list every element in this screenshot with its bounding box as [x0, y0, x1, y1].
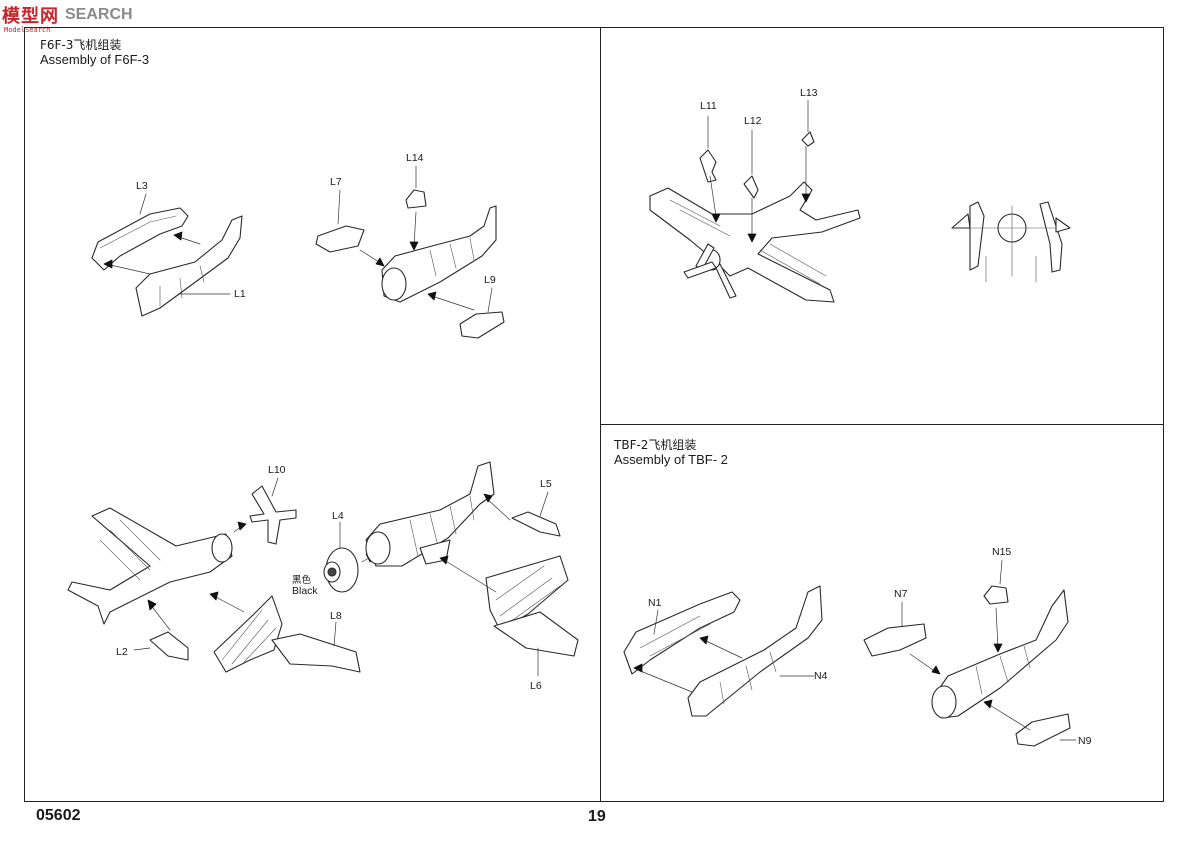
part-label-n1: N1 — [648, 597, 662, 609]
part-label-n15: N15 — [992, 546, 1012, 558]
part-label-l2: L2 — [116, 646, 128, 658]
tbf2-canopy-assembly-drawing — [863, 559, 1077, 747]
part-label-l14: L14 — [406, 152, 424, 164]
f6f3-folded-front-view-drawing — [951, 201, 1071, 283]
watermark-sub: ModelSearch — [4, 26, 51, 34]
f6f3-title-zh: F6F-3飞机组装 — [40, 38, 122, 52]
part-label-l6: L6 — [530, 680, 542, 692]
part-label-n9: N9 — [1078, 735, 1092, 747]
watermark-zh: 模型网 — [2, 6, 59, 27]
tbf2-fuselage-halves-drawing — [623, 585, 823, 717]
watermark-en: SEARCH — [65, 6, 133, 23]
part-label-l7: L7 — [330, 176, 342, 188]
paint-note-zh: 黑色 — [292, 575, 312, 586]
page-number: 19 — [588, 808, 606, 825]
tbf2-title-zh: TBF-2飞机组装 — [614, 438, 697, 452]
f6f3-wing-assembly-drawing — [67, 477, 361, 673]
part-label-l3: L3 — [136, 180, 148, 192]
panel-divider-horizontal — [600, 424, 1164, 426]
paint-note-en: Black — [292, 585, 318, 597]
f6f3-hook-assembly-drawing — [649, 99, 861, 303]
part-label-l1: L1 — [234, 288, 246, 300]
part-label-l8: L8 — [330, 610, 342, 622]
f6f3-fuselage-halves-drawing — [91, 193, 243, 317]
part-label-n4: N4 — [814, 670, 828, 682]
watermark-logo: 模型网 SEARCH — [2, 4, 133, 27]
panel-divider-vertical — [600, 27, 602, 802]
tbf2-title-en: Assembly of TBF- 2 — [614, 452, 728, 467]
part-label-l9: L9 — [484, 274, 496, 286]
part-label-l10: L10 — [268, 464, 286, 476]
part-label-l5: L5 — [540, 478, 552, 490]
page-frame — [24, 27, 1164, 802]
part-label-l11: L11 — [700, 100, 717, 112]
part-label-l12: L12 — [744, 115, 762, 127]
product-code: 05602 — [36, 807, 81, 824]
f6f3-canopy-assembly-drawing — [315, 165, 505, 339]
f6f3-title-en: Assembly of F6F-3 — [40, 52, 150, 67]
part-label-l13: L13 — [800, 87, 818, 99]
f6f3-fuselage-wing-drawing — [365, 461, 579, 677]
part-label-l4: L4 — [332, 510, 344, 522]
part-label-n7: N7 — [894, 588, 908, 600]
